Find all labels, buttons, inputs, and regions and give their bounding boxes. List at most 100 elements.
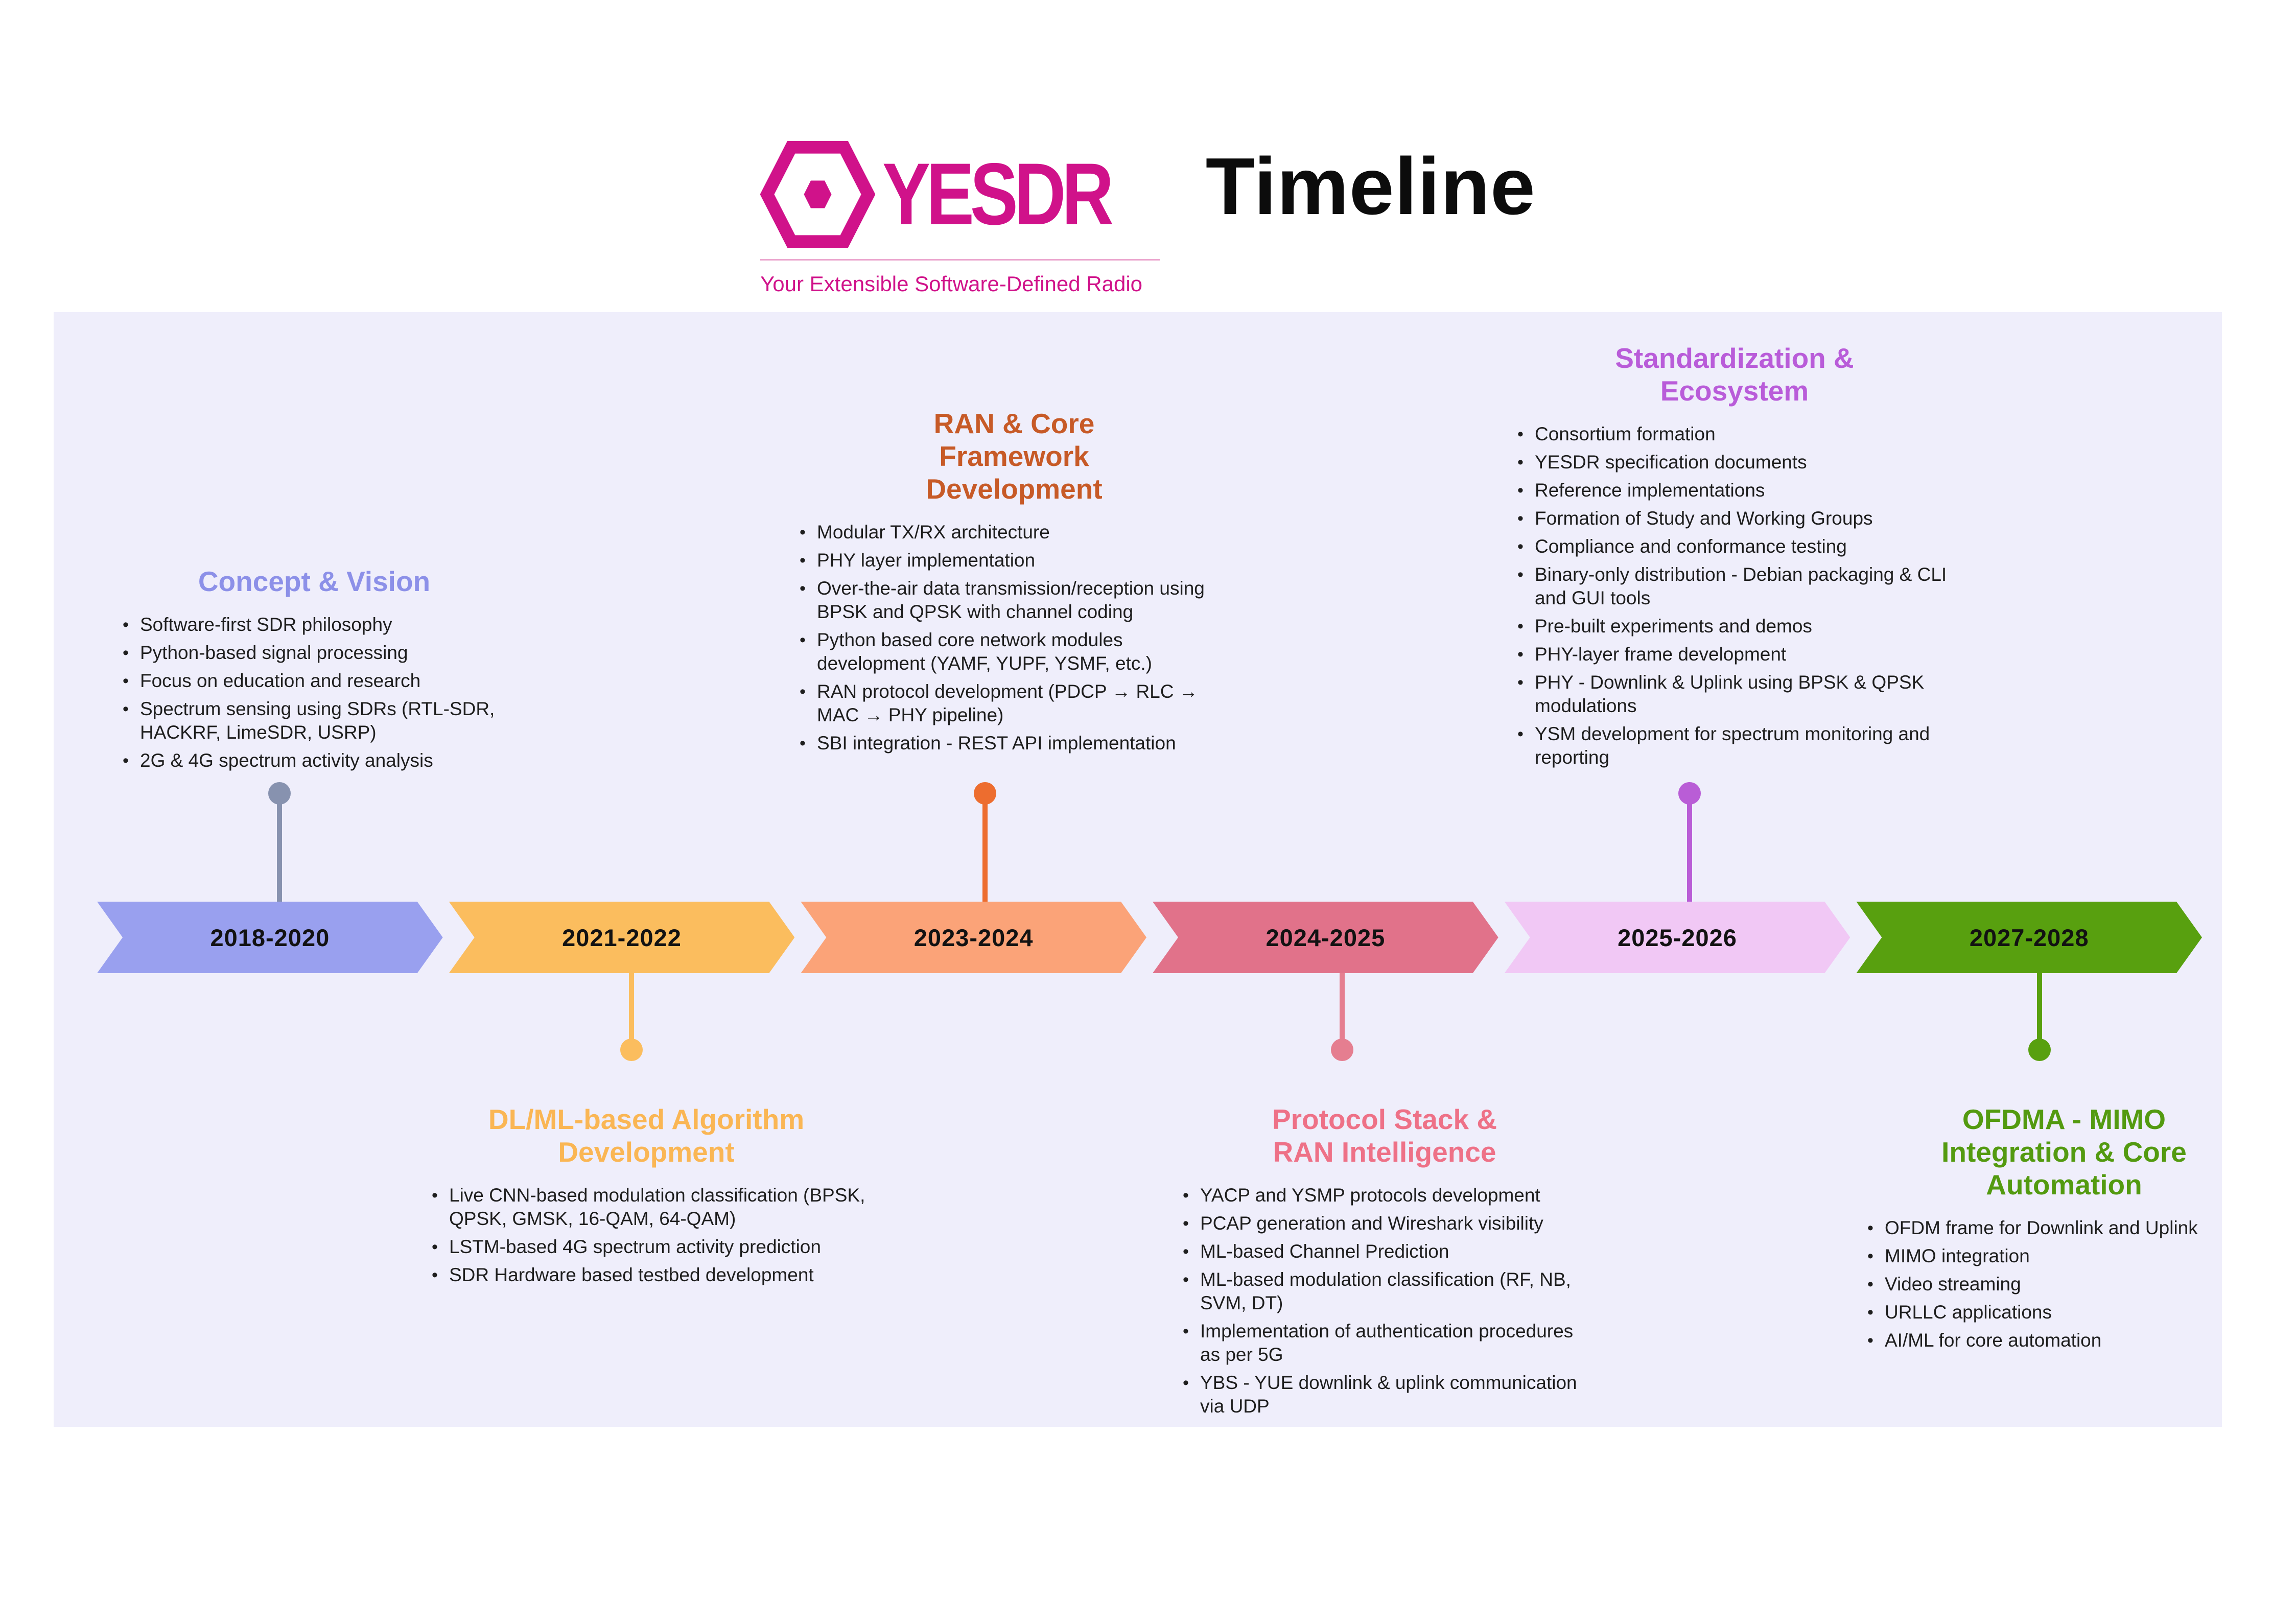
milestone-dot-2021-2022: [620, 1039, 643, 1061]
milestone-title-line: Concept & Vision: [198, 566, 431, 597]
milestone-title: Protocol Stack & RAN Intelligence: [1178, 1103, 1591, 1168]
milestone-list: Modular TX/RX architecture PHY layer imp…: [794, 521, 1234, 755]
list-item: Video streaming: [1862, 1273, 2266, 1296]
milestone-stem-2018-2020: [277, 793, 282, 902]
milestone-title-line: Development: [558, 1136, 735, 1168]
milestone-section-2027-2028: OFDMA - MIMO Integration & Core Automati…: [1862, 1103, 2266, 1357]
milestone-title-line: Integration & Core: [1941, 1136, 2187, 1168]
date-label: 2023-2024: [913, 924, 1034, 951]
milestone-title-line: RAN & Core: [933, 408, 1095, 439]
milestone-title-line: Development: [926, 473, 1103, 505]
milestone-stem-2023-2024: [982, 793, 988, 902]
milestone-dot-2027-2028: [2028, 1039, 2051, 1061]
milestone-title-line: DL/ML-based Algorithm: [488, 1103, 805, 1135]
milestone-list: YACP and YSMP protocols development PCAP…: [1178, 1184, 1591, 1418]
list-item: ML-based Channel Prediction: [1178, 1240, 1591, 1263]
milestone-title: DL/ML-based Algorithm Development: [427, 1103, 866, 1168]
yesdr-hexagon-icon: [760, 140, 876, 248]
list-item: YBS - YUE downlink & uplink communicatio…: [1178, 1371, 1591, 1418]
list-item: Modular TX/RX architecture: [794, 521, 1234, 544]
timeline-segment-2027-2028: 2027-2028: [1856, 902, 2202, 973]
milestone-section-2021-2022: DL/ML-based Algorithm Development Live C…: [427, 1103, 866, 1291]
milestone-title-line: Automation: [1986, 1169, 2142, 1201]
list-item: Python-based signal processing: [118, 641, 511, 665]
milestone-section-2025-2026: Standardization & Ecosystem Consortium f…: [1512, 342, 1957, 774]
logo-text: YESDR: [882, 145, 1114, 243]
list-item: PHY-layer frame development: [1512, 643, 1957, 666]
list-item: 2G & 4G spectrum activity analysis: [118, 749, 511, 772]
date-label: 2025-2026: [1618, 924, 1737, 951]
timeline-arrow-band: 2018-2020 2021-2022 2023-2024 2024-2025 …: [97, 902, 2202, 973]
list-item: SBI integration - REST API implementatio…: [794, 732, 1234, 755]
logo-tagline: Your Extensible Software-Defined Radio: [760, 272, 1143, 296]
milestone-section-2024-2025: Protocol Stack & RAN Intelligence YACP a…: [1178, 1103, 1591, 1423]
list-item: LSTM-based 4G spectrum activity predicti…: [427, 1235, 866, 1259]
date-label: 2021-2022: [562, 924, 682, 951]
milestone-dot-2024-2025: [1331, 1039, 1353, 1061]
milestone-dot-2018-2020: [268, 782, 291, 805]
list-item: OFDM frame for Downlink and Uplink: [1862, 1216, 2266, 1240]
list-item: Pre-built experiments and demos: [1512, 615, 1957, 638]
list-item: Python based core network modules develo…: [794, 628, 1234, 675]
list-item: Formation of Study and Working Groups: [1512, 507, 1957, 530]
list-item: Software-first SDR philosophy: [118, 613, 511, 637]
list-item: SDR Hardware based testbed development: [427, 1263, 866, 1287]
milestone-list: Software-first SDR philosophy Python-bas…: [118, 613, 511, 772]
list-item: YSM development for spectrum monitoring …: [1512, 722, 1957, 769]
milestone-dot-2025-2026: [1678, 782, 1701, 805]
milestone-title: Concept & Vision: [118, 565, 511, 598]
page-title: Timeline: [1205, 142, 1536, 231]
logo-row: YESDR: [760, 137, 1160, 259]
timeline-panel: Concept & Vision Software-first SDR phil…: [54, 312, 2222, 1427]
milestone-dot-2023-2024: [974, 782, 996, 805]
timeline-segment-2021-2022: 2021-2022: [449, 902, 795, 973]
milestone-title-line: Ecosystem: [1660, 375, 1809, 407]
milestone-section-2023-2024: RAN & Core Framework Development Modular…: [794, 407, 1234, 760]
date-label: 2024-2025: [1266, 924, 1386, 951]
milestone-title-line: Framework: [939, 440, 1089, 472]
list-item: PHY - Downlink & Uplink using BPSK & QPS…: [1512, 671, 1957, 718]
milestone-stem-2021-2022: [629, 973, 634, 1050]
list-item: ML-based modulation classification (RF, …: [1178, 1268, 1591, 1315]
date-label: 2027-2028: [1969, 924, 2089, 951]
logo-underline: [760, 259, 1160, 261]
milestone-title: OFDMA - MIMO Integration & Core Automati…: [1862, 1103, 2266, 1201]
list-item: AI/ML for core automation: [1862, 1329, 2266, 1352]
list-item: Over-the-air data transmission/reception…: [794, 577, 1234, 624]
list-item: YESDR specification documents: [1512, 451, 1957, 474]
list-item: Spectrum sensing using SDRs (RTL-SDR, HA…: [118, 697, 511, 744]
milestone-title: Standardization & Ecosystem: [1512, 342, 1957, 407]
list-item: Compliance and conformance testing: [1512, 535, 1957, 558]
list-item: Implementation of authentication procedu…: [1178, 1320, 1591, 1367]
milestone-stem-2025-2026: [1687, 793, 1692, 902]
milestone-list: Live CNN-based modulation classification…: [427, 1184, 866, 1287]
timeline-segment-2018-2020: 2018-2020: [97, 902, 443, 973]
list-item: YACP and YSMP protocols development: [1178, 1184, 1591, 1207]
list-item: URLLC applications: [1862, 1301, 2266, 1324]
yesdr-logo: YESDR Your Extensible Software-Defined R…: [760, 137, 1160, 296]
milestone-section-2018-2020: Concept & Vision Software-first SDR phil…: [118, 565, 511, 777]
date-label: 2018-2020: [210, 924, 330, 951]
milestone-title-line: OFDMA - MIMO: [1962, 1103, 2166, 1135]
list-item: PCAP generation and Wireshark visibility: [1178, 1212, 1591, 1235]
list-item: RAN protocol development (PDCP → RLC → M…: [794, 680, 1234, 727]
milestone-title-line: Standardization &: [1615, 342, 1854, 374]
timeline-segment-2023-2024: 2023-2024: [801, 902, 1146, 973]
milestone-title-line: Protocol Stack &: [1272, 1103, 1497, 1135]
list-item: PHY layer implementation: [794, 549, 1234, 572]
milestone-list: OFDM frame for Downlink and Uplink MIMO …: [1862, 1216, 2266, 1352]
list-item: Live CNN-based modulation classification…: [427, 1184, 866, 1231]
list-item: Binary-only distribution - Debian packag…: [1512, 563, 1957, 610]
timeline-segment-2025-2026: 2025-2026: [1505, 902, 1850, 973]
list-item: MIMO integration: [1862, 1244, 2266, 1268]
milestone-stem-2024-2025: [1340, 973, 1345, 1050]
timeline-segment-2024-2025: 2024-2025: [1153, 902, 1498, 973]
list-item: Focus on education and research: [118, 669, 511, 693]
milestone-list: Consortium formation YESDR specification…: [1512, 422, 1957, 769]
milestone-title: RAN & Core Framework Development: [794, 407, 1234, 505]
list-item: Consortium formation: [1512, 422, 1957, 446]
list-item: Reference implementations: [1512, 479, 1957, 502]
milestone-title-line: RAN Intelligence: [1273, 1136, 1496, 1168]
milestone-stem-2027-2028: [2037, 973, 2042, 1050]
